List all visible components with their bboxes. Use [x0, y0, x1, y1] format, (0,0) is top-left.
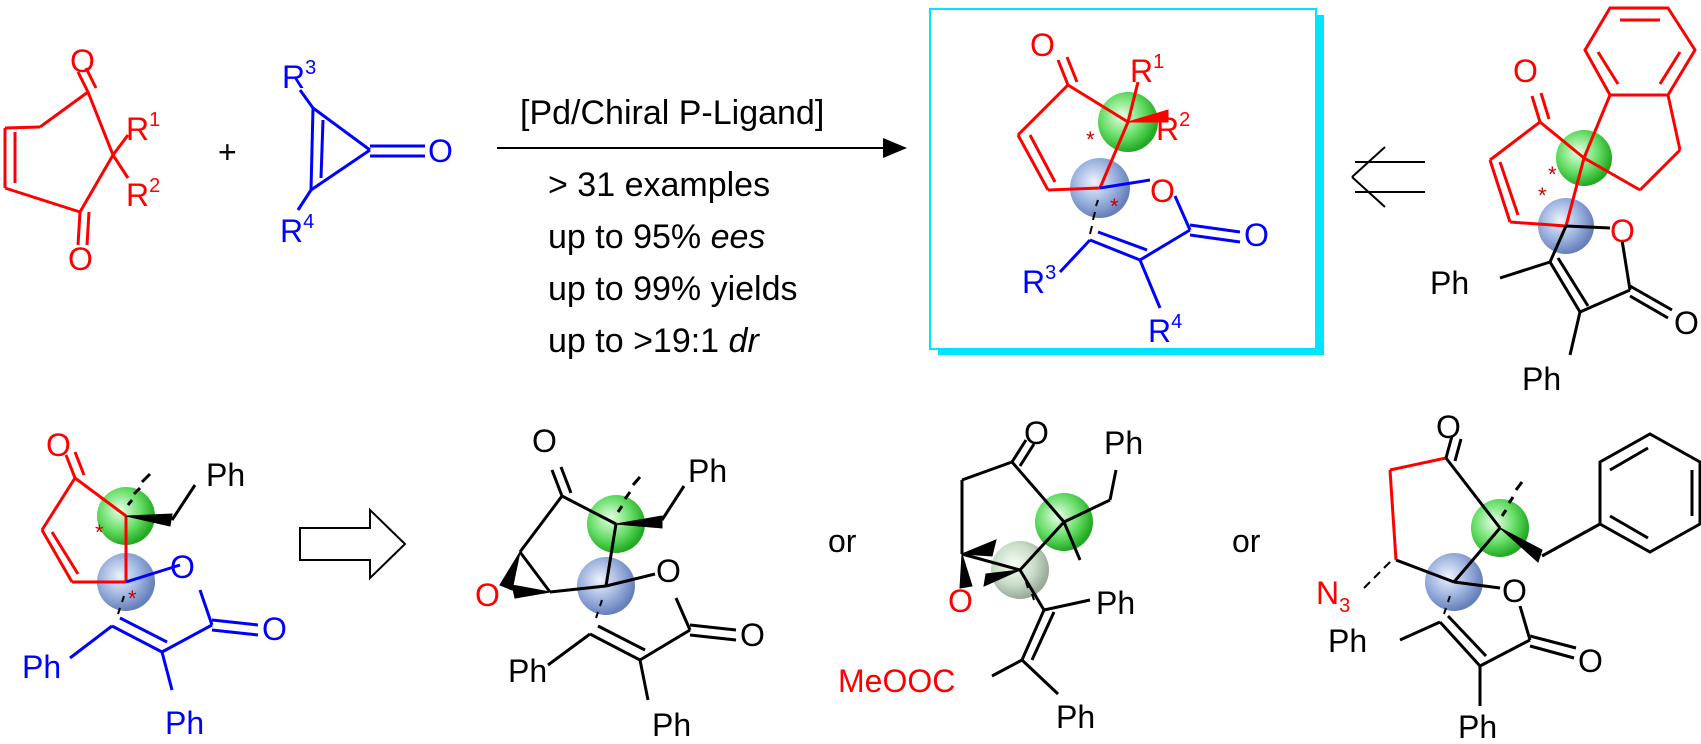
r3-label: R3: [282, 57, 316, 95]
phenyl-label: Ph: [652, 707, 691, 743]
ring-oxygen-label: O: [1610, 213, 1635, 249]
carbonyl-oxygen-label: O: [1578, 643, 1603, 679]
azide-label: N3: [1316, 575, 1350, 617]
spiro-indane-structure: [1488, 6, 1697, 356]
r3-label: R3: [1022, 262, 1056, 300]
epoxide-oxygen-label: O: [475, 577, 500, 613]
oxygen-label: O: [70, 43, 95, 79]
or-separator: or: [828, 523, 857, 559]
phenyl-label: Ph: [165, 705, 204, 741]
cyclopentenedione: [3, 67, 130, 246]
methyl-ester-label: MeOOC: [838, 663, 955, 699]
dr-label: up to >19:1 dr: [548, 322, 760, 360]
oxygen-label: O: [68, 241, 93, 277]
transform-arrow: [299, 507, 407, 581]
epoxide-oxygen-label: O: [948, 583, 973, 619]
stereo-mark: *: [1548, 162, 1557, 187]
r2-label: R2: [126, 175, 160, 213]
carbonyl-oxygen-label: O: [262, 611, 287, 647]
phenyl-label: Ph: [1056, 699, 1095, 735]
phenyl-label: Ph: [1096, 585, 1135, 621]
ring-oxygen-label: O: [170, 549, 195, 585]
r4-label: R4: [1148, 311, 1182, 349]
carbonyl-oxygen-label: O: [1244, 217, 1269, 253]
stereo-mark: *: [128, 586, 137, 611]
r1-label: R1: [1130, 51, 1164, 89]
or-separator: or: [1232, 523, 1261, 559]
ring-oxygen-label: O: [1150, 173, 1175, 209]
carbonyl-oxygen-label: O: [740, 617, 765, 653]
benzyl-spirolactone-structure: [40, 451, 259, 691]
oxygen-label: O: [532, 423, 557, 459]
phenyl-label: Ph: [1458, 709, 1497, 744]
r1-label: R1: [126, 109, 160, 147]
oxygen-label: O: [1513, 53, 1538, 89]
epoxide-product-structure: [499, 466, 737, 701]
plus-sign: +: [218, 134, 237, 170]
oxygen-label: O: [46, 427, 71, 463]
oxygen-label: O: [1030, 27, 1055, 63]
yields-label: up to 99% yields: [548, 270, 798, 308]
stereo-mark: *: [1538, 183, 1547, 208]
oxygen-label: O: [1024, 415, 1049, 451]
ester-product-structure: [959, 439, 1118, 696]
cyclopropenone: [296, 89, 425, 211]
phenyl-label: Ph: [1430, 265, 1469, 301]
phenyl-label: Ph: [22, 649, 61, 685]
r2-label: R2: [1156, 109, 1190, 147]
ees-label: up to 95% ees: [548, 218, 765, 256]
phenyl-label: Ph: [1104, 425, 1143, 461]
product-structure: [1016, 56, 1241, 309]
oxygen-label: O: [1436, 409, 1461, 445]
phenyl-label: Ph: [206, 457, 245, 493]
examples-label: > 31 examples: [548, 166, 770, 204]
stereo-mark: *: [1110, 194, 1119, 219]
phenyl-label: Ph: [508, 653, 547, 689]
phenyl-label: Ph: [1522, 361, 1561, 397]
stereo-mark: *: [1086, 127, 1095, 152]
azide-product-structure: [1363, 432, 1701, 706]
r4-label: R4: [280, 211, 314, 249]
oxygen-label: O: [428, 133, 453, 169]
ring-oxygen-label: O: [656, 553, 681, 589]
phenyl-label: Ph: [1328, 623, 1367, 659]
phenyl-label: Ph: [688, 453, 727, 489]
ring-oxygen-label: O: [1502, 573, 1527, 609]
carbonyl-oxygen-label: O: [1674, 305, 1699, 341]
catalyst-label: [Pd/Chiral P-Ligand]: [520, 94, 824, 132]
stereo-mark: *: [95, 520, 104, 545]
retrosynthesis-arrow: [1351, 146, 1425, 208]
